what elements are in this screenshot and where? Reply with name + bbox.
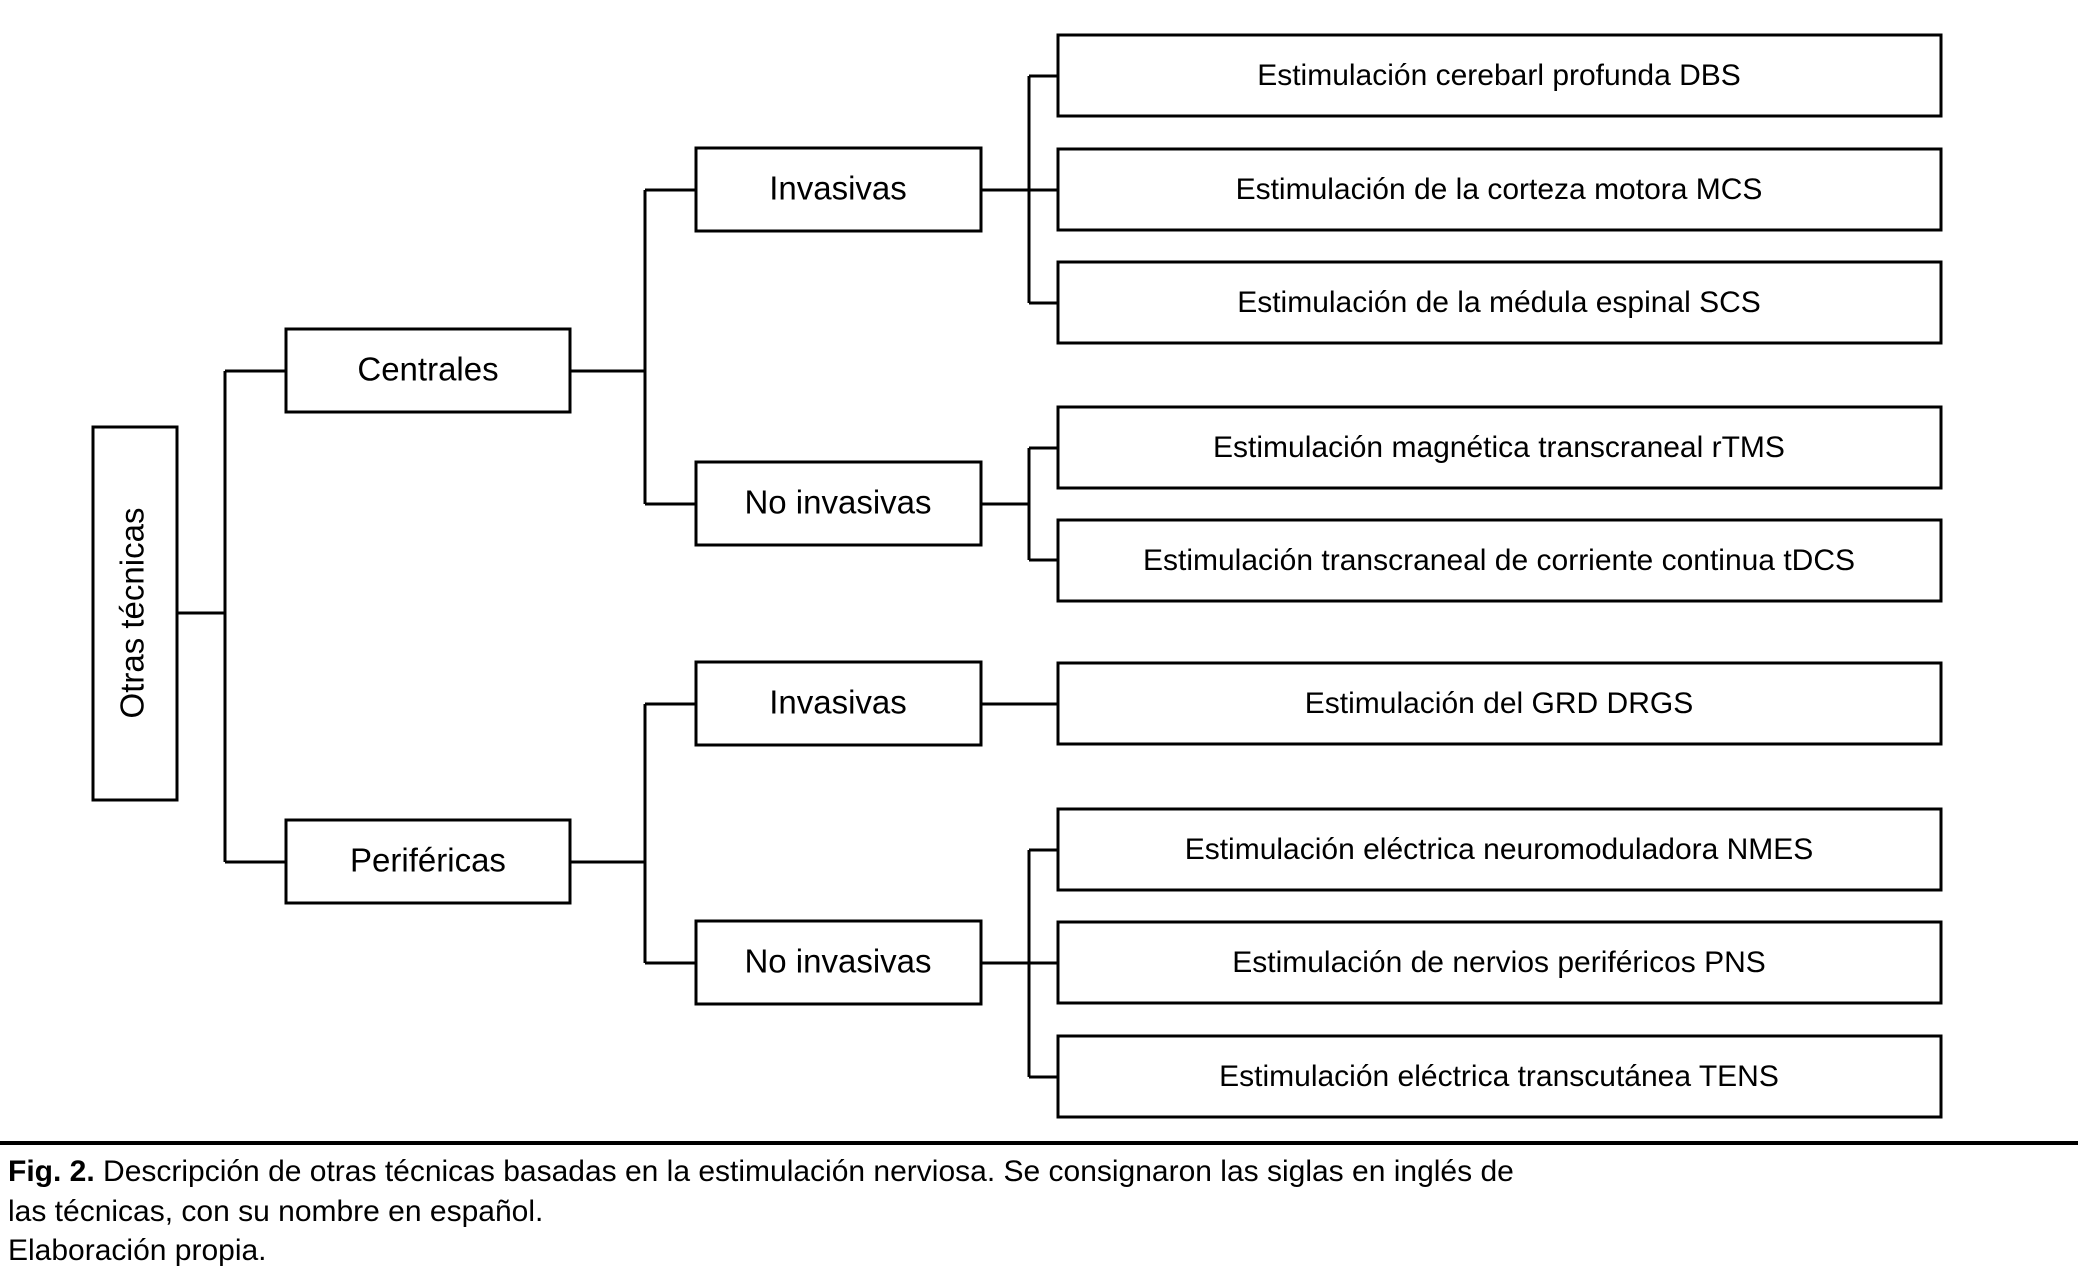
leaf-node[interactable]: Estimulación magnética transcraneal rTMS xyxy=(1056,405,1943,490)
tree-diagram: Otras técnicas Centrales Periféricas Inv… xyxy=(91,33,1943,1119)
connector-group-centrales xyxy=(570,188,696,506)
leaf-box-tens xyxy=(1056,1034,1943,1119)
node-centrales-label: Centrales xyxy=(357,351,498,388)
node-centrales-no-invasivas[interactable]: No invasivas xyxy=(694,460,983,547)
leaf-box-rtms xyxy=(1056,405,1943,490)
caption-line-3: Elaboración propia. xyxy=(8,1234,267,1268)
leaf-node[interactable]: Estimulación cerebarl profunda DBS xyxy=(1056,33,1943,118)
node-centrales-no-invasivas-box xyxy=(694,460,983,547)
leaf-node[interactable]: Estimulación de la corteza motora MCS xyxy=(1056,147,1943,232)
leaf-node[interactable]: Estimulación de nervios periféricos PNS xyxy=(1056,920,1943,1005)
leaf-node[interactable]: Estimulación transcraneal de corriente c… xyxy=(1056,518,1943,603)
node-perifericas-invasivas-label: Invasivas xyxy=(769,684,907,721)
leaf-box-drgs xyxy=(1056,661,1943,746)
leaf-label-tens: Estimulación eléctrica transcutánea TENS xyxy=(1219,1060,1779,1093)
node-perifericas-invasivas-box xyxy=(694,660,983,747)
leaf-label-dbs: Estimulación cerebarl profunda DBS xyxy=(1257,59,1741,92)
node-perifericas-no-invasivas-label: No invasivas xyxy=(744,943,931,980)
node-centrales-invasivas-box xyxy=(694,146,983,233)
leaf-box-dbs xyxy=(1056,33,1943,118)
leaf-node[interactable]: Estimulación de la médula espinal SCS xyxy=(1056,260,1943,345)
leaf-label-scs: Estimulación de la médula espinal SCS xyxy=(1237,286,1761,319)
connector-group-perifericas xyxy=(570,702,696,965)
node-perifericas-no-invasivas-box xyxy=(694,919,983,1006)
leaf-box-pns xyxy=(1056,920,1943,1005)
leaf-label-tdcs: Estimulación transcraneal de corriente c… xyxy=(1143,544,1855,577)
figure-number: Fig. 2. xyxy=(8,1155,95,1188)
leaf-box-tdcs xyxy=(1056,518,1943,603)
leaf-box-scs xyxy=(1056,260,1943,345)
node-perifericas-invasivas[interactable]: Invasivas xyxy=(694,660,983,747)
node-root-label: Otras técnicas xyxy=(114,508,151,719)
node-centrales[interactable]: Centrales xyxy=(284,327,572,414)
node-root[interactable]: Otras técnicas xyxy=(91,425,179,802)
figure-caption: Fig. 2. Descripción de otras técnicas ba… xyxy=(8,1152,2058,1271)
leaf-box-nmes xyxy=(1056,807,1943,892)
caption-line-2: las técnicas, con su nombre en español. xyxy=(8,1194,544,1228)
leaf-label-mcs: Estimulación de la corteza motora MCS xyxy=(1236,173,1763,206)
leaf-label-nmes: Estimulación eléctrica neuromoduladora N… xyxy=(1185,833,1814,866)
node-centrales-invasivas[interactable]: Invasivas xyxy=(694,146,983,233)
leaf-label-pns: Estimulación de nervios periféricos PNS xyxy=(1232,946,1766,979)
leaf-node[interactable]: Estimulación eléctrica neuromoduladora N… xyxy=(1056,807,1943,892)
caption-divider xyxy=(0,1141,2078,1145)
node-centrales-no-invasivas-label: No invasivas xyxy=(744,484,931,521)
leaf-node[interactable]: Estimulación eléctrica transcutánea TENS xyxy=(1056,1034,1943,1119)
caption-line-1: Fig. 2. Descripción de otras técnicas ba… xyxy=(8,1152,2058,1192)
node-perifericas-no-invasivas[interactable]: No invasivas xyxy=(694,919,983,1006)
leaf-box-mcs xyxy=(1056,147,1943,232)
leaf-label-drgs: Estimulación del GRD DRGS xyxy=(1305,687,1693,720)
node-perifericas-box xyxy=(284,818,572,905)
node-perifericas[interactable]: Periféricas xyxy=(284,818,572,905)
node-root-box xyxy=(91,425,179,802)
caption-text-1: Descripción de otras técnicas basadas en… xyxy=(94,1155,1514,1188)
connector-group-perifericas-no-invasivas xyxy=(981,848,1058,1079)
node-centrales-invasivas-label: Invasivas xyxy=(769,170,907,207)
connector-group-root xyxy=(177,369,286,864)
leaf-node[interactable]: Estimulación del GRD DRGS xyxy=(1056,661,1943,746)
connector-group-centrales-no-invasivas xyxy=(981,446,1058,562)
leaf-label-rtms: Estimulación magnética transcraneal rTMS xyxy=(1213,431,1785,464)
connector-group-centrales-invasivas xyxy=(981,74,1058,305)
node-centrales-box xyxy=(284,327,572,414)
node-perifericas-label: Periféricas xyxy=(350,842,506,879)
